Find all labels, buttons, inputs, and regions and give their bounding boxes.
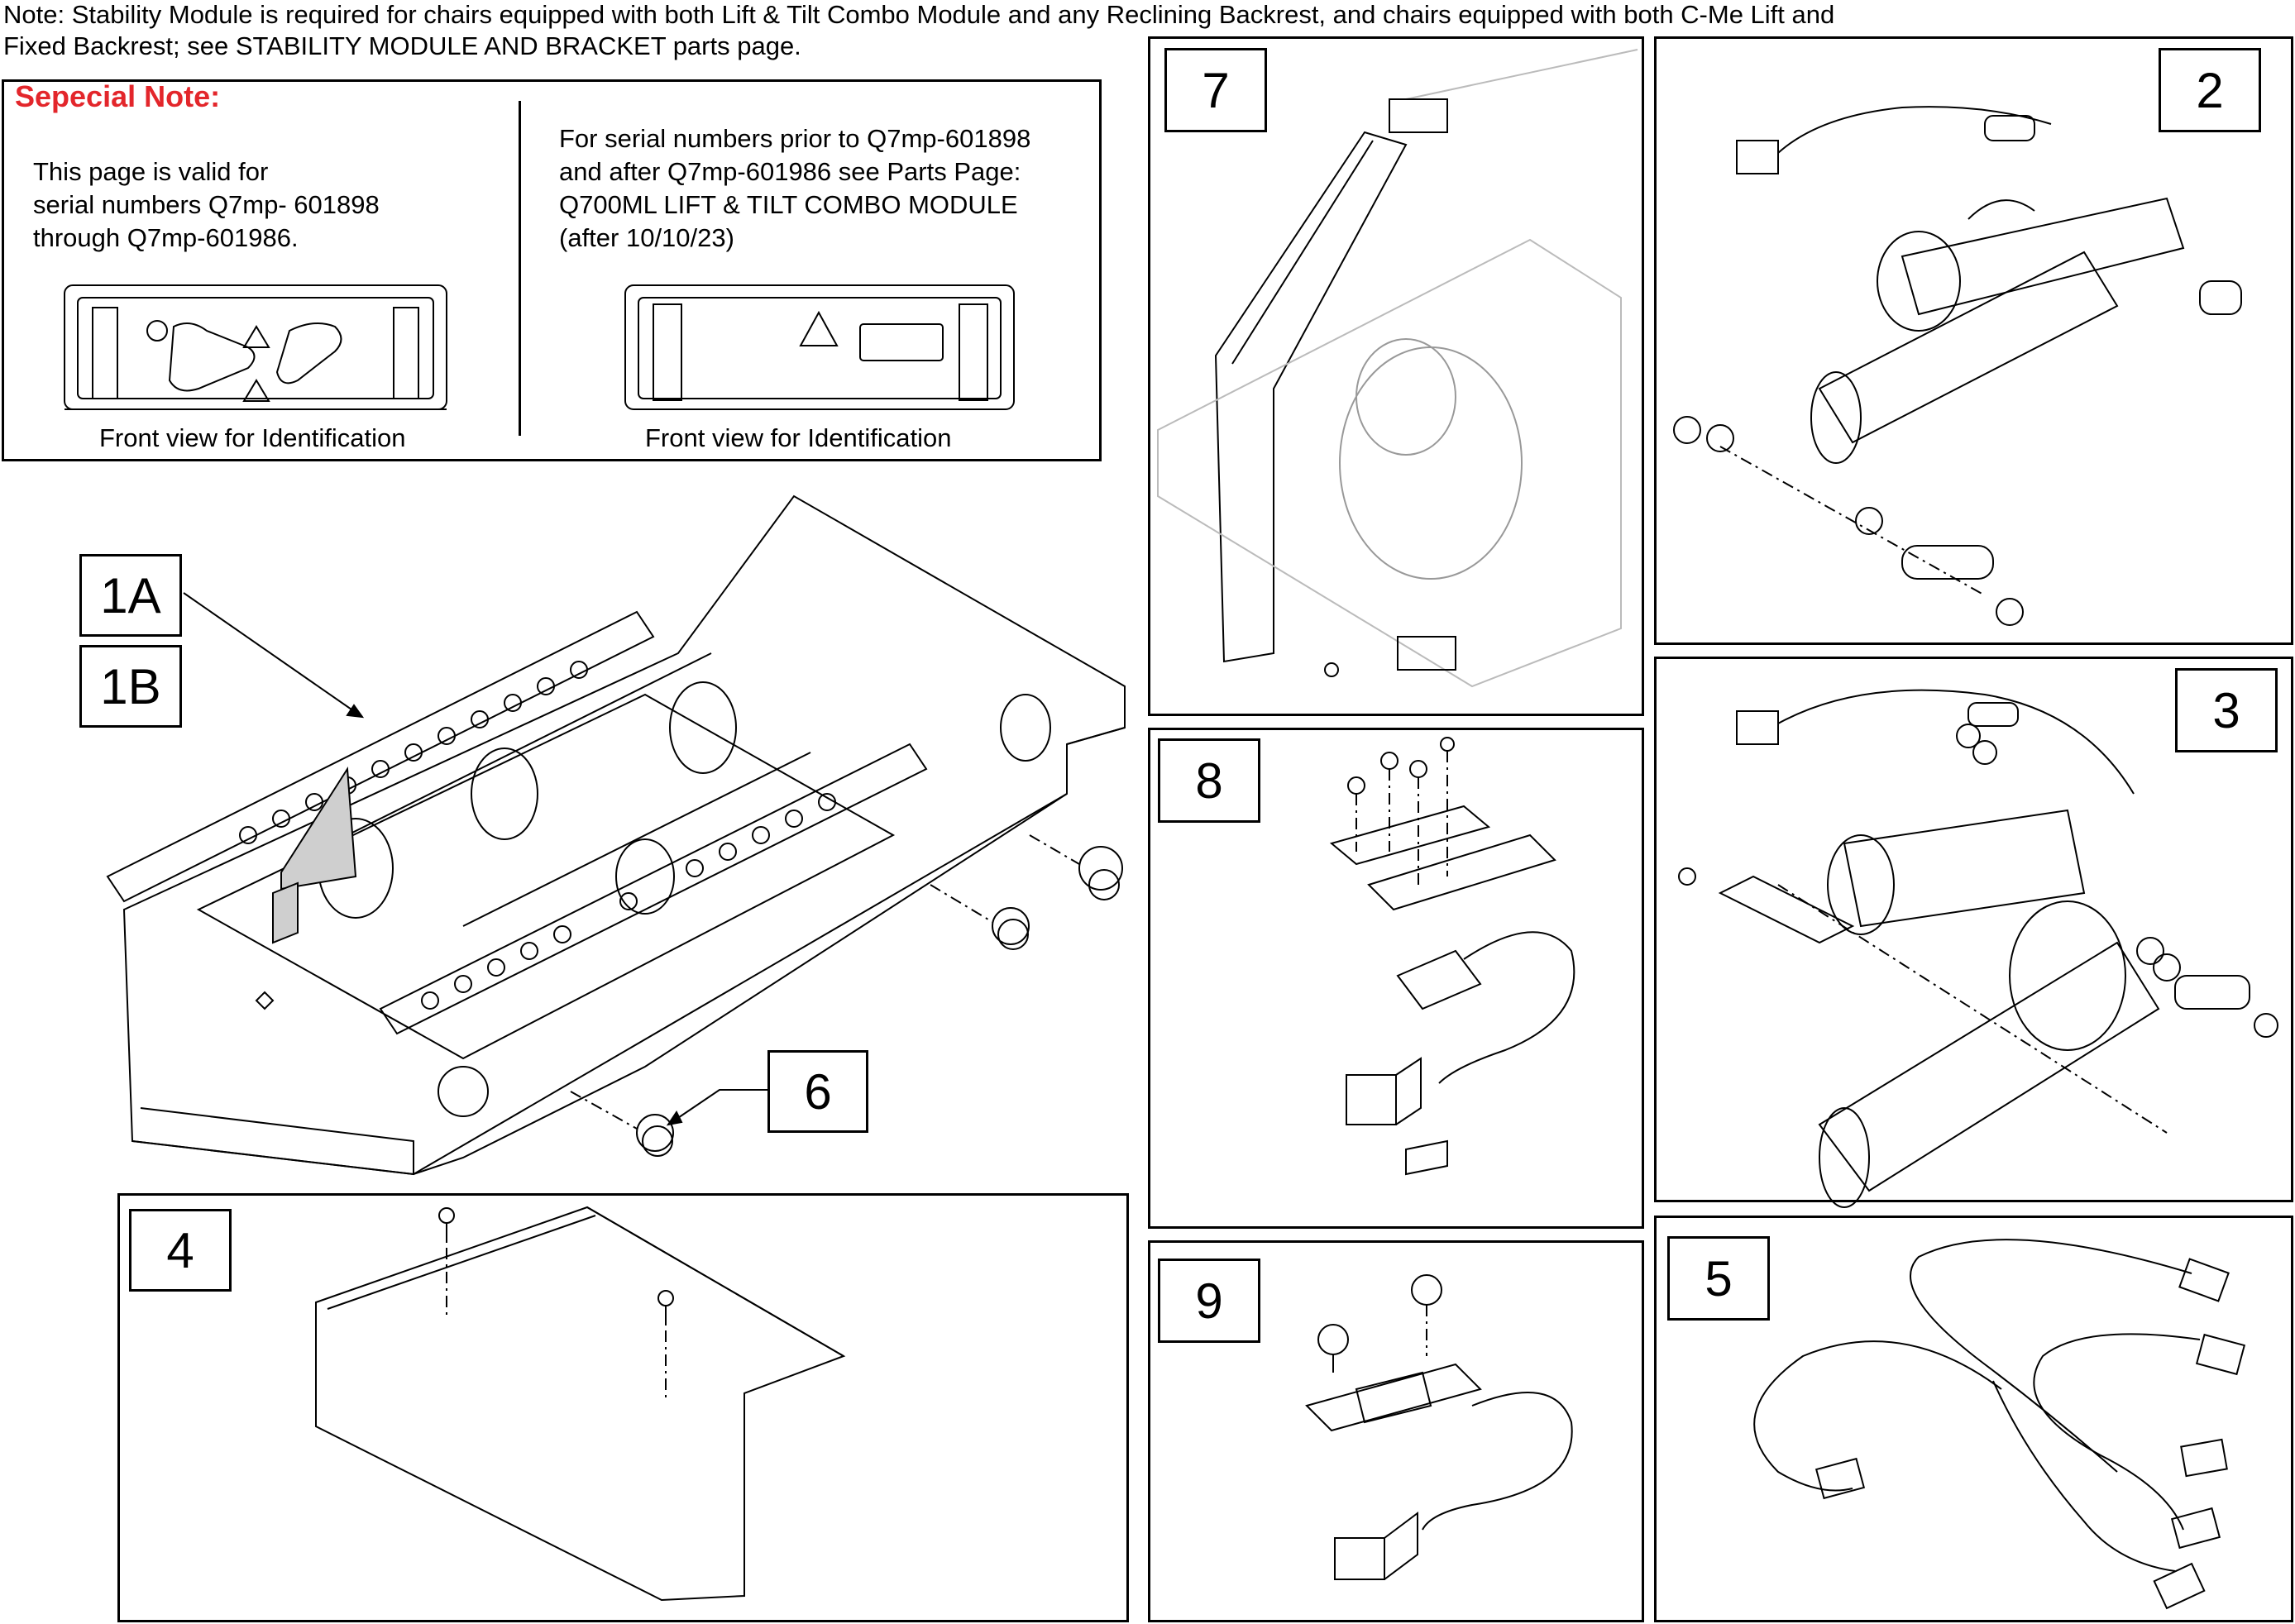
lift-tilt-module-drawing bbox=[108, 496, 1125, 1174]
other-serial-line-3: Q700ML LIFT & TILT COMBO MODULE bbox=[559, 190, 1018, 219]
callout-1a: 1A bbox=[79, 554, 182, 637]
callout-4: 4 bbox=[129, 1209, 232, 1292]
note-line-1: Note: Stability Module is required for c… bbox=[3, 0, 1835, 29]
panel-4 bbox=[117, 1193, 1129, 1622]
leader-1a bbox=[184, 593, 362, 717]
valid-text-line-3: through Q7mp-601986. bbox=[33, 223, 299, 252]
leader-6 bbox=[668, 1090, 767, 1125]
front-view-caption-left: Front view for Identification bbox=[99, 423, 406, 452]
callout-6: 6 bbox=[767, 1050, 868, 1133]
callout-8: 8 bbox=[1158, 738, 1260, 823]
actuator-panel-3-drawing bbox=[1679, 690, 2278, 1207]
bracket-actuator-drawing bbox=[1158, 50, 1638, 686]
limit-switch-panel-9-drawing bbox=[1307, 1275, 1572, 1579]
actuator-panel-2-drawing bbox=[1674, 107, 2241, 625]
callout-3: 3 bbox=[2175, 668, 2278, 752]
other-serial-line-2: and after Q7mp-601986 see Parts Page: bbox=[559, 157, 1021, 186]
special-note-divider bbox=[519, 101, 521, 436]
front-view-illustration-right bbox=[625, 285, 1014, 409]
screw-group-main bbox=[571, 835, 1122, 1151]
front-view-caption-right: Front view for Identification bbox=[645, 423, 952, 452]
panel-7 bbox=[1148, 36, 1644, 716]
front-view-illustration-left bbox=[65, 285, 447, 409]
callout-2: 2 bbox=[2159, 48, 2261, 132]
callout-1b: 1B bbox=[79, 645, 182, 728]
special-note-title: Sepecial Note: bbox=[15, 79, 221, 113]
callout-5: 5 bbox=[1667, 1236, 1770, 1321]
other-serial-line-4: (after 10/10/23) bbox=[559, 223, 734, 252]
callout-9: 9 bbox=[1158, 1259, 1260, 1343]
callout-7: 7 bbox=[1164, 48, 1267, 132]
wire-harness-drawing bbox=[1754, 1239, 2245, 1608]
valid-text-line-1: This page is valid for bbox=[33, 157, 269, 186]
panel-2 bbox=[1654, 36, 2293, 645]
note-line-2: Fixed Backrest; see STABILITY MODULE AND… bbox=[3, 31, 801, 60]
shroud-plate-drawing bbox=[316, 1207, 844, 1600]
valid-text-line-2: serial numbers Q7mp- 601898 bbox=[33, 190, 380, 219]
limit-switch-panel-8-drawing bbox=[1332, 738, 1574, 1174]
other-serial-line-1: For serial numbers prior to Q7mp-601898 bbox=[559, 124, 1031, 153]
